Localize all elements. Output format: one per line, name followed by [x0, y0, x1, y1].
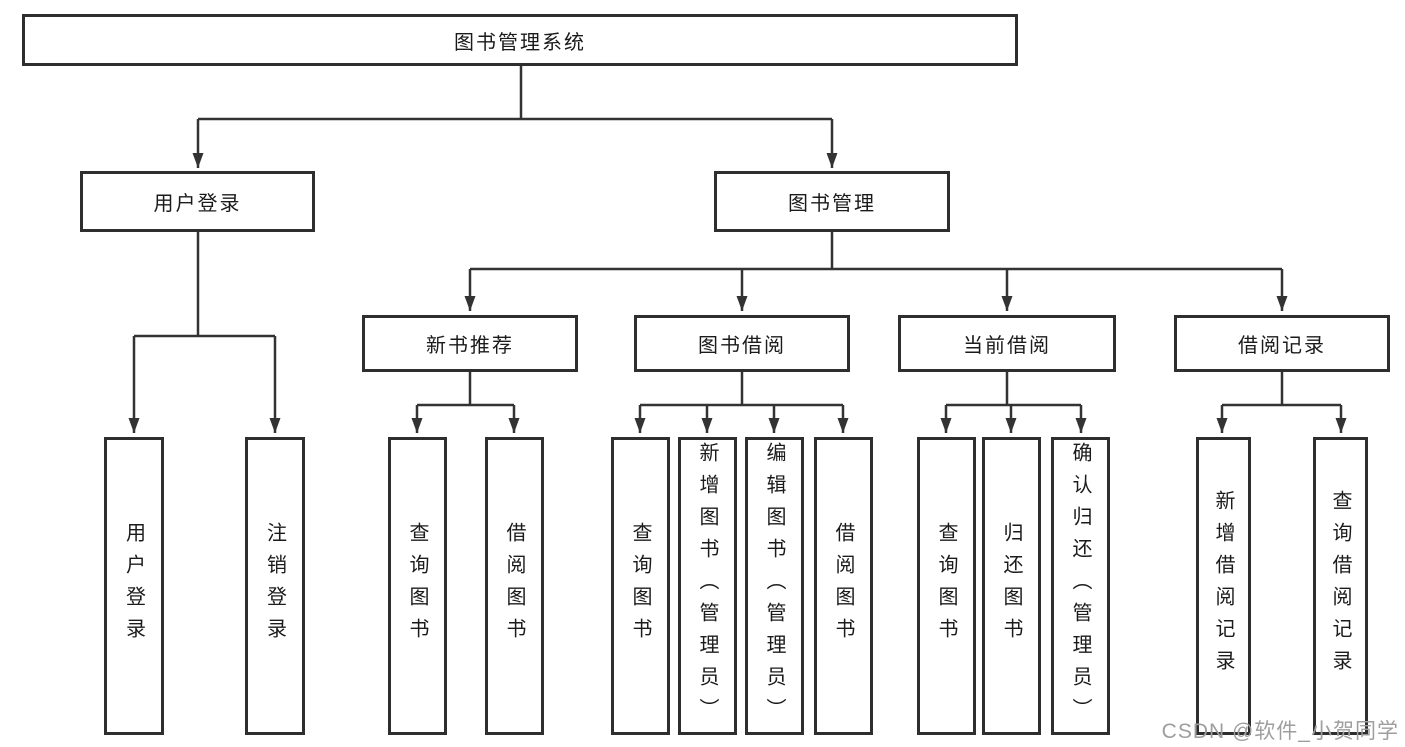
leaf-query-borrow-record: 查询借阅记录 — [1313, 437, 1368, 735]
leaf-user-login-label: 用户登录 — [122, 522, 145, 650]
leaf-user-login: 用户登录 — [104, 437, 164, 735]
node-user-login: 用户登录 — [80, 171, 315, 232]
leaf-query-books-2: 查询图书 — [611, 437, 670, 735]
leaf-logout-login: 注销登录 — [245, 437, 305, 735]
leaf-borrow-books-2: 借阅图书 — [814, 437, 873, 735]
node-borrow-records-label: 借阅记录 — [1238, 335, 1326, 357]
leaf-query-books-3-label: 查询图书 — [935, 522, 957, 650]
node-new-book-recommend: 新书推荐 — [362, 315, 578, 372]
leaf-add-borrow-record-label: 新增借阅记录 — [1212, 490, 1234, 682]
leaf-query-borrow-record-label: 查询借阅记录 — [1329, 490, 1351, 682]
leaf-edit-book-admin: 编辑图书（管理员） — [745, 437, 804, 735]
leaf-query-books-3: 查询图书 — [917, 437, 976, 735]
node-current-borrow: 当前借阅 — [898, 315, 1116, 372]
node-root-label: 图书管理系统 — [454, 31, 586, 54]
node-borrow-records: 借阅记录 — [1174, 315, 1390, 372]
leaf-logout-login-label: 注销登录 — [263, 522, 286, 650]
node-book-management: 图书管理 — [714, 171, 950, 232]
leaf-return-books: 归还图书 — [982, 437, 1041, 735]
node-book-management-label: 图书管理 — [788, 193, 876, 215]
node-book-borrow: 图书借阅 — [634, 315, 850, 372]
leaf-borrow-books-1-label: 借阅图书 — [503, 522, 525, 650]
leaf-edit-book-admin-label: 编辑图书（管理员） — [763, 442, 785, 730]
leaf-add-book-admin-label: 新增图书（管理员） — [696, 442, 718, 730]
node-current-borrow-label: 当前借阅 — [963, 335, 1051, 357]
watermark: CSDN @软件_小贺同学 — [1161, 720, 1399, 743]
node-user-login-label: 用户登录 — [153, 193, 242, 215]
leaf-query-books-1: 查询图书 — [388, 437, 447, 735]
leaf-return-books-label: 归还图书 — [1000, 522, 1022, 650]
leaf-query-books-1-label: 查询图书 — [406, 522, 428, 650]
node-root: 图书管理系统 — [22, 14, 1018, 66]
node-new-book-recommend-label: 新书推荐 — [426, 335, 514, 357]
leaf-borrow-books-2-label: 借阅图书 — [832, 522, 854, 650]
leaf-add-book-admin: 新增图书（管理员） — [678, 437, 737, 735]
leaf-borrow-books-1: 借阅图书 — [485, 437, 544, 735]
leaf-query-books-2-label: 查询图书 — [629, 522, 651, 650]
leaf-confirm-return-admin-label: 确认归还（管理员） — [1069, 442, 1091, 730]
leaf-add-borrow-record: 新增借阅记录 — [1196, 437, 1251, 735]
node-book-borrow-label: 图书借阅 — [698, 335, 786, 357]
leaf-confirm-return-admin: 确认归还（管理员） — [1051, 437, 1110, 735]
